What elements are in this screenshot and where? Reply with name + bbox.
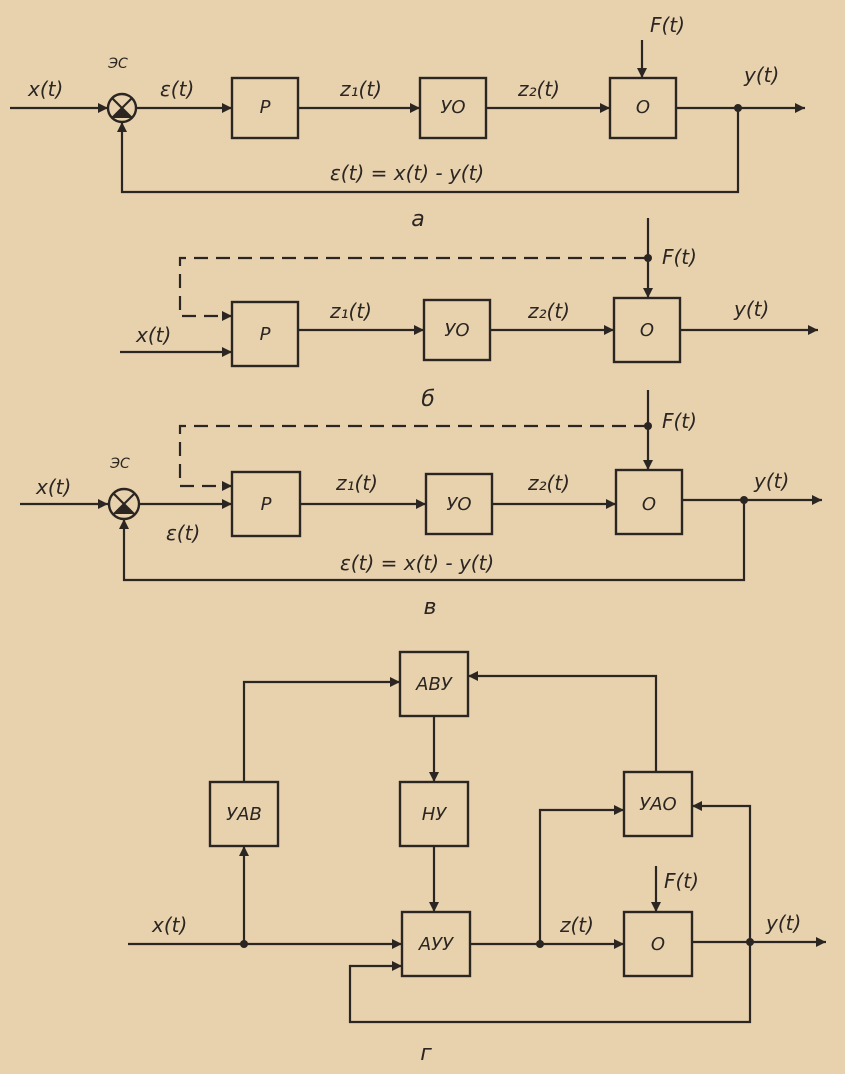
b-p-label: P — [260, 324, 271, 345]
b-z1-label: z₁(t) — [329, 299, 372, 323]
g-o-label: О — [651, 934, 665, 955]
a-uo-label: УО — [440, 97, 465, 118]
b-caption: б — [421, 387, 435, 412]
b-y-label: y(t) — [733, 297, 769, 321]
v-z1-label: z₁(t) — [335, 471, 378, 495]
diagram-g: АВУ УАВ НУ УАО АУУ О x(t) z(t) F(t) y(t)… — [128, 650, 826, 1066]
b-uo-label: УО — [444, 320, 469, 341]
g-x-label: x(t) — [151, 913, 187, 937]
g-ayy-label: АУУ — [418, 934, 454, 955]
g-y-label: y(t) — [765, 911, 801, 935]
a-x-label: x(t) — [27, 77, 63, 101]
b-z2-label: z₂(t) — [527, 299, 570, 323]
b-disturbance-dashed — [178, 256, 648, 321]
a-caption: а — [411, 207, 424, 232]
v-f-label: F(t) — [662, 409, 697, 433]
diagram-b: x(t) P z₁(t) УО z₂(t) О F(t) y(t) б — [120, 218, 818, 412]
a-f-label: F(t) — [650, 13, 685, 37]
v-caption: в — [424, 595, 437, 620]
b-f-label: F(t) — [662, 245, 697, 269]
b-block-p — [230, 300, 300, 368]
a-eq-label: ε(t) = x(t) - y(t) — [330, 161, 484, 185]
v-feedback-line — [119, 500, 746, 582]
v-uo-label: УО — [446, 494, 471, 515]
v-x-label: x(t) — [35, 475, 71, 499]
g-caption: г — [420, 1041, 432, 1066]
v-disturbance-dashed — [178, 424, 648, 491]
v-p-label: P — [261, 494, 272, 515]
a-feedback-line — [117, 108, 740, 194]
v-y-label: y(t) — [753, 469, 789, 493]
g-nu-label: НУ — [422, 804, 448, 825]
diagram-a: x(t) ЭС ε(t) P z₁(t) УО z₂(t) О F(t) y(t… — [10, 13, 805, 232]
g-uao-label: УАО — [639, 794, 676, 815]
a-z1-label: z₁(t) — [339, 77, 382, 101]
a-z2-label: z₂(t) — [517, 77, 560, 101]
b-o-label: О — [640, 320, 654, 341]
a-o-label: О — [636, 97, 650, 118]
a-es-label: ЭС — [107, 56, 128, 72]
a-p-label: P — [260, 97, 271, 118]
a-eps-label: ε(t) — [160, 77, 194, 101]
v-comparator — [107, 487, 141, 521]
v-es-label: ЭС — [109, 456, 130, 472]
g-avu-label: АВУ — [415, 674, 453, 695]
v-eps-label: ε(t) — [166, 521, 200, 545]
a-y-label: y(t) — [743, 63, 779, 87]
diagram-v: x(t) ЭС ε(t) P z₁(t) УО z₂(t) О F(t) y(t… — [20, 390, 822, 620]
b-x-label: x(t) — [135, 323, 171, 347]
v-o-label: О — [642, 494, 656, 515]
g-feedback-line — [348, 942, 752, 1024]
v-z2-label: z₂(t) — [527, 471, 570, 495]
g-f-label: F(t) — [664, 869, 699, 893]
g-z-label: z(t) — [559, 913, 594, 937]
g-uav-label: УАВ — [226, 804, 262, 825]
a-comparator — [106, 92, 138, 124]
v-eq-label: ε(t) = x(t) - y(t) — [340, 551, 494, 575]
